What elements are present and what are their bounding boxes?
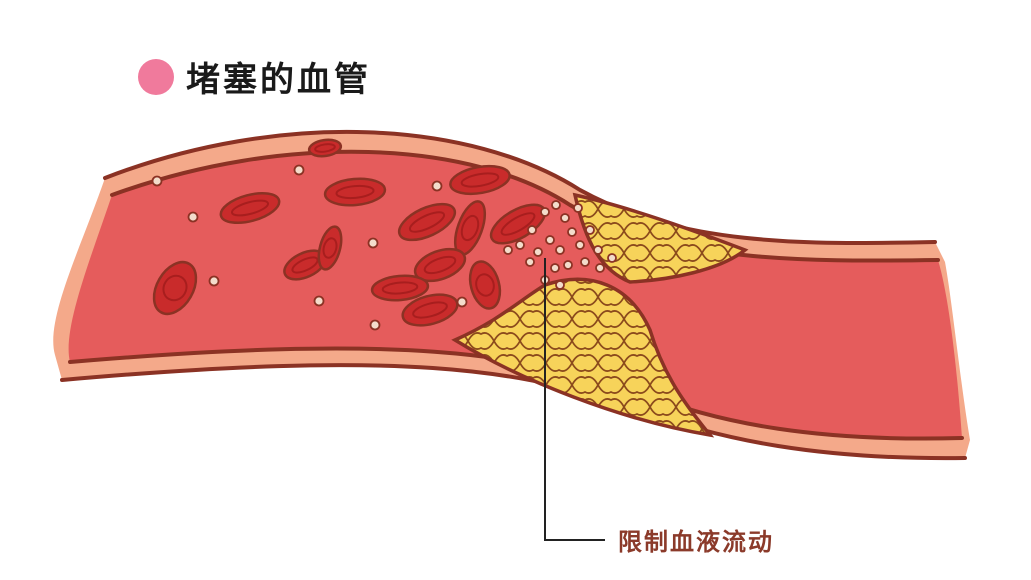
- platelet-particle: [515, 240, 525, 250]
- platelet-particle: [208, 275, 220, 287]
- platelet-particle: [540, 207, 550, 217]
- title-text: 堵塞的血管: [186, 60, 371, 100]
- platelet-particle: [595, 263, 605, 273]
- platelet-particle: [575, 240, 585, 250]
- platelet-particle: [151, 175, 163, 187]
- vessel-lumen: [68, 151, 962, 439]
- platelet-particle: [593, 245, 603, 255]
- platelet-particle: [456, 296, 468, 308]
- platelet-particle: [563, 260, 573, 270]
- platelet-particles: [151, 164, 617, 331]
- red-blood-cell: [323, 177, 387, 207]
- platelet-particle: [503, 245, 513, 255]
- callout-line: [544, 258, 605, 541]
- platelet-particle: [367, 237, 379, 249]
- platelet-particle: [567, 227, 577, 237]
- platelet-particle: [533, 247, 543, 257]
- platelet-particle: [550, 263, 560, 273]
- platelet-particle: [525, 257, 535, 267]
- platelet-particle: [187, 211, 199, 223]
- platelet-particle: [585, 225, 595, 235]
- red-blood-cell: [413, 247, 467, 283]
- platelet-particle: [573, 203, 583, 213]
- platelet-particle: [555, 245, 565, 255]
- pink-dot-icon: [138, 58, 174, 95]
- vessel-top-outline: [103, 129, 937, 246]
- red-blood-cell: [219, 191, 281, 225]
- red-blood-cells: [152, 138, 547, 327]
- platelet-particle: [551, 200, 561, 210]
- red-blood-cell: [307, 138, 343, 158]
- red-blood-cell: [397, 202, 457, 242]
- callout-label: 限制血液流动: [618, 528, 774, 556]
- red-blood-cell: [152, 260, 198, 316]
- platelet-particle: [607, 253, 617, 263]
- title: 堵塞的血管: [138, 52, 371, 101]
- red-blood-cell: [468, 260, 502, 310]
- platelet-particle: [431, 180, 443, 192]
- platelet-particle: [555, 280, 565, 290]
- vessel-top-inner-outline: [110, 149, 940, 263]
- platelet-particle: [527, 225, 537, 235]
- platelet-particle: [545, 235, 555, 245]
- red-blood-cell: [370, 274, 430, 302]
- platelet-particle: [293, 164, 305, 176]
- platelet-particle: [580, 257, 590, 267]
- red-blood-cell: [317, 225, 343, 271]
- red-blood-cell: [449, 164, 511, 196]
- platelet-particle: [560, 213, 570, 223]
- platelet-particle: [369, 319, 381, 331]
- platelet-particle: [313, 295, 325, 307]
